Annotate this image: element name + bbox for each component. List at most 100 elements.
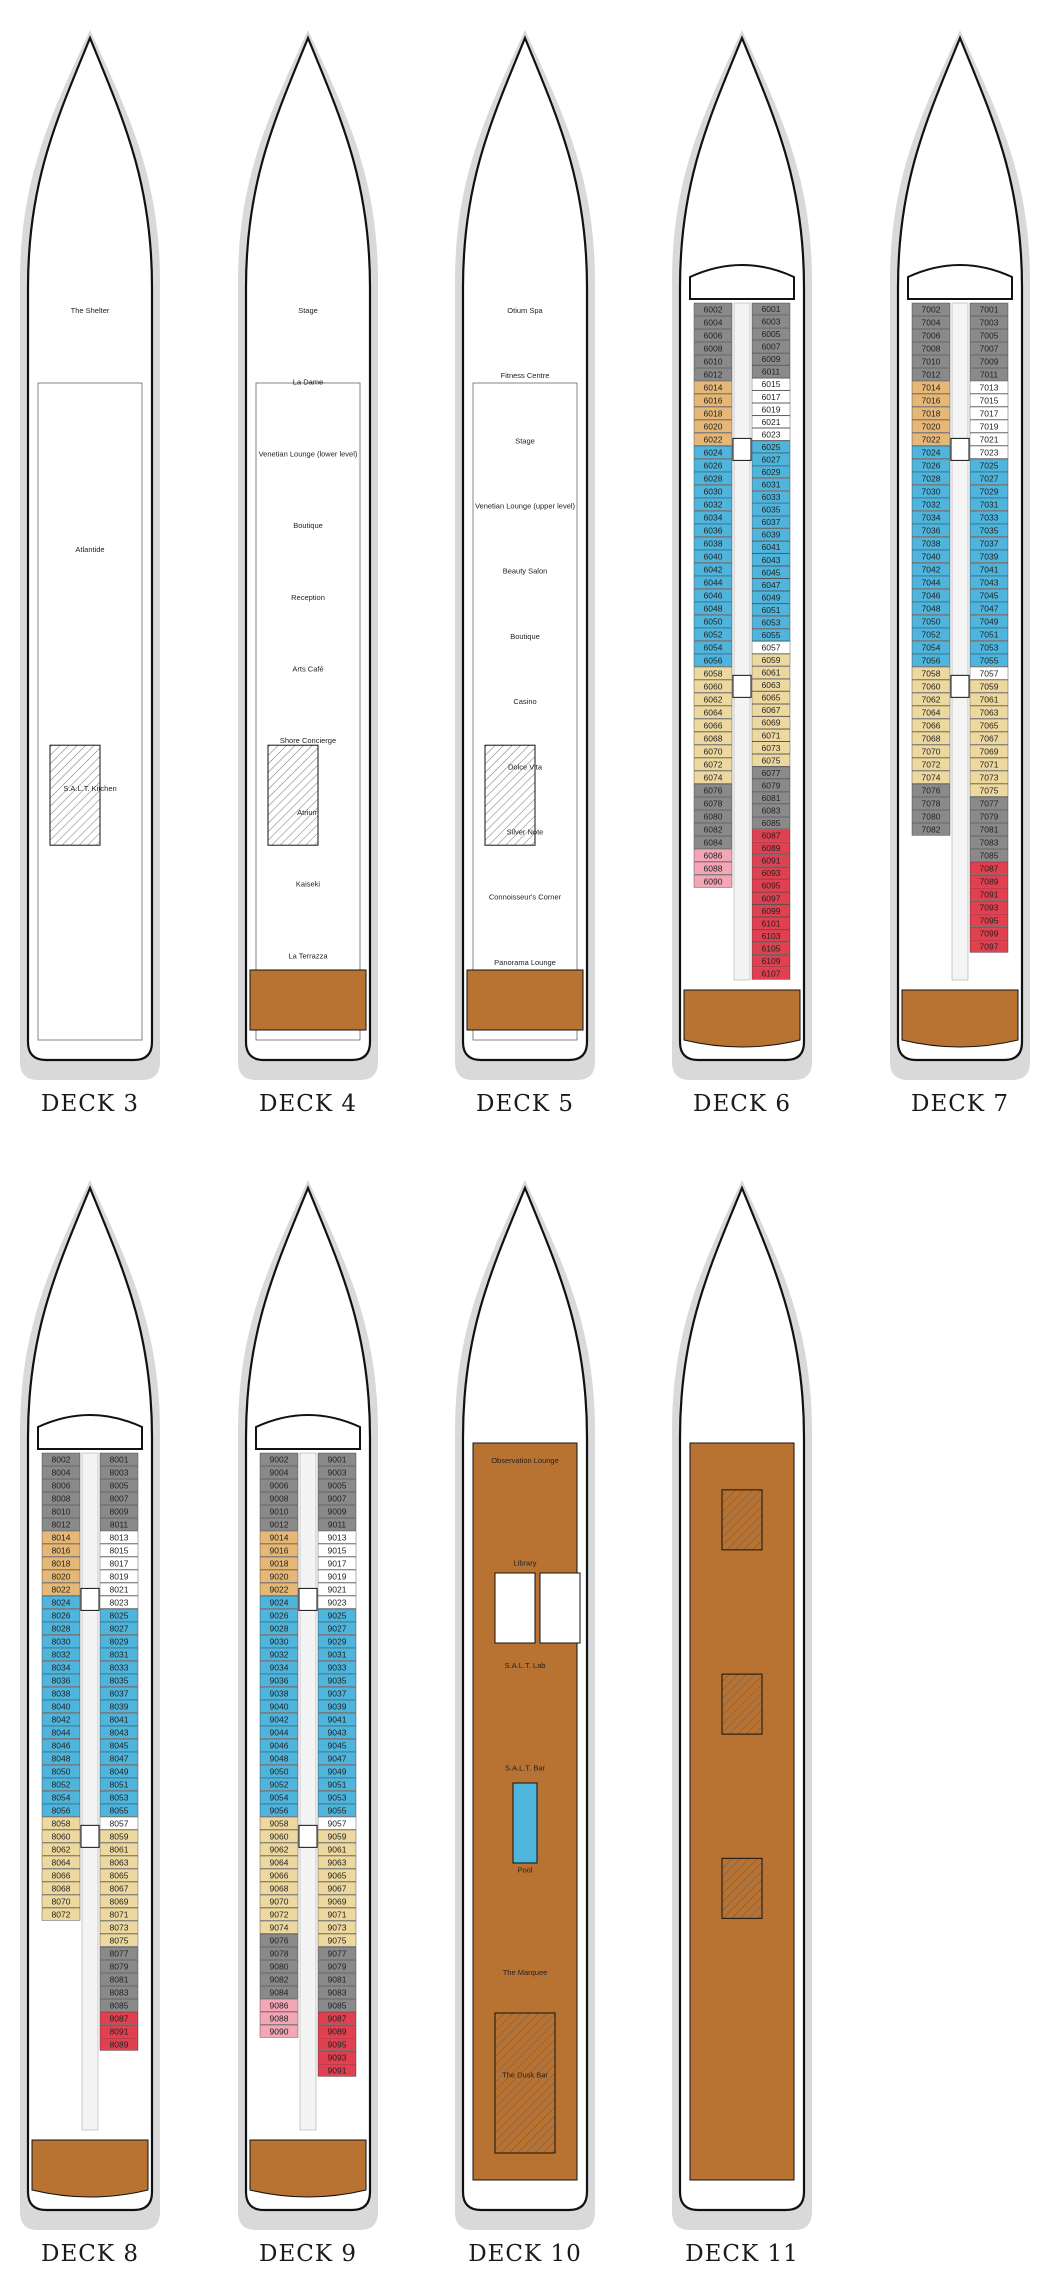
cabin-number: 7055 bbox=[980, 655, 999, 665]
cabin-number: 7003 bbox=[980, 317, 999, 327]
cabin-7019: 7019 bbox=[969, 419, 1009, 433]
cabin-7045: 7045 bbox=[969, 588, 1009, 602]
cabin-7073: 7073 bbox=[969, 770, 1009, 784]
cabin-7041: 7041 bbox=[969, 562, 1009, 576]
cabin-number: 6075 bbox=[762, 755, 781, 765]
cabin-8059: 8059 bbox=[99, 1829, 139, 1843]
cabin-number: 7051 bbox=[980, 629, 999, 639]
cabin-number: 8089 bbox=[110, 2039, 129, 2049]
cabin-number: 6049 bbox=[762, 592, 781, 602]
cabin-9065: 9065 bbox=[317, 1868, 357, 1882]
cabin-9054: 9054 bbox=[259, 1790, 299, 1804]
cabin-number: 9050 bbox=[270, 1766, 289, 1776]
cabin-9064: 9064 bbox=[259, 1855, 299, 1869]
cabin-9010: 9010 bbox=[259, 1504, 299, 1518]
cabin-6039: 6039 bbox=[751, 528, 791, 541]
deck-label: DECK 8 bbox=[41, 2241, 139, 2267]
cabin-9023: 9023 bbox=[317, 1595, 357, 1609]
cabin-number: 9041 bbox=[328, 1714, 347, 1724]
cabin-8006: 8006 bbox=[41, 1478, 81, 1492]
cabin-7005: 7005 bbox=[969, 328, 1009, 342]
cabin-6057: 6057 bbox=[751, 641, 791, 654]
cabin-9048: 9048 bbox=[259, 1751, 299, 1765]
cabin-9069: 9069 bbox=[317, 1894, 357, 1908]
cabin-number: 9038 bbox=[270, 1688, 289, 1698]
cabin-8045: 8045 bbox=[99, 1738, 139, 1752]
cabin-7061: 7061 bbox=[969, 692, 1009, 706]
cabin-number: 9055 bbox=[328, 1805, 347, 1815]
cabin-number: 7002 bbox=[922, 304, 941, 314]
interior bbox=[37, 382, 143, 1041]
cabin-number: 7049 bbox=[980, 616, 999, 626]
cabin-7060: 7060 bbox=[911, 679, 951, 693]
cabin-6001: 6001 bbox=[751, 302, 791, 316]
venue-label: Beauty Salon bbox=[503, 567, 548, 576]
cabin-7078: 7078 bbox=[911, 796, 951, 810]
cabin-number: 6047 bbox=[762, 580, 781, 590]
cabin-number: 8046 bbox=[52, 1740, 71, 1750]
cabin-8070: 8070 bbox=[41, 1894, 81, 1908]
cabin-number: 9001 bbox=[328, 1454, 347, 1464]
cabin-8008: 8008 bbox=[41, 1491, 81, 1505]
cabin-7037: 7037 bbox=[969, 536, 1009, 550]
cabin-9028: 9028 bbox=[259, 1621, 299, 1635]
cabin-8038: 8038 bbox=[41, 1686, 81, 1700]
cabin-6047: 6047 bbox=[751, 578, 791, 591]
cabin-number: 8022 bbox=[52, 1584, 71, 1594]
cabin-number: 7045 bbox=[980, 590, 999, 600]
stern-deck bbox=[466, 969, 584, 1031]
cabin-7015: 7015 bbox=[969, 393, 1009, 407]
cabin-6038: 6038 bbox=[693, 536, 733, 550]
cabin-number: 6087 bbox=[762, 831, 781, 841]
cabin-9002: 9002 bbox=[259, 1452, 299, 1466]
cabin-number: 9033 bbox=[328, 1662, 347, 1672]
cabin-8036: 8036 bbox=[41, 1673, 81, 1687]
cabin-8014: 8014 bbox=[41, 1530, 81, 1544]
cabin-number: 8035 bbox=[110, 1675, 129, 1685]
cabin-number: 9049 bbox=[328, 1766, 347, 1776]
cabin-9082: 9082 bbox=[259, 1972, 299, 1986]
cabin-number: 8016 bbox=[52, 1545, 71, 1555]
cabin-7050: 7050 bbox=[911, 614, 951, 628]
cabin-9016: 9016 bbox=[259, 1543, 299, 1557]
cabin-number: 7070 bbox=[922, 746, 941, 756]
cabin-number: 6093 bbox=[762, 868, 781, 878]
cabin-number: 6018 bbox=[704, 408, 723, 418]
cabin-number: 7060 bbox=[922, 681, 941, 691]
cabin-number: 8070 bbox=[52, 1896, 71, 1906]
cabin-6079: 6079 bbox=[751, 779, 791, 792]
cabin-9004: 9004 bbox=[259, 1465, 299, 1479]
cabin-8062: 8062 bbox=[41, 1842, 81, 1856]
cabin-number: 7071 bbox=[980, 759, 999, 769]
cabin-7093: 7093 bbox=[969, 900, 1009, 914]
cabin-number: 9077 bbox=[328, 1948, 347, 1958]
cabin-7051: 7051 bbox=[969, 627, 1009, 641]
cabin-8011: 8011 bbox=[99, 1517, 139, 1531]
cabin-number: 6083 bbox=[762, 806, 781, 816]
cabin-number: 9010 bbox=[270, 1506, 289, 1516]
cabin-number: 9084 bbox=[270, 1987, 289, 1997]
cabin-9022: 9022 bbox=[259, 1582, 299, 1596]
deck-label: DECK 9 bbox=[259, 2241, 357, 2267]
cabin-8009: 8009 bbox=[99, 1504, 139, 1518]
cabin-6083: 6083 bbox=[751, 804, 791, 817]
deck-label: DECK 4 bbox=[259, 1091, 357, 1117]
cabin-7057: 7057 bbox=[969, 666, 1009, 680]
cabin-number: 7026 bbox=[922, 460, 941, 470]
elevator-1 bbox=[732, 437, 752, 461]
cabin-9034: 9034 bbox=[259, 1660, 299, 1674]
cabin-9090: 9090 bbox=[259, 2024, 299, 2038]
cabin-8025: 8025 bbox=[99, 1608, 139, 1622]
cabin-number: 6029 bbox=[762, 467, 781, 477]
cabin-7038: 7038 bbox=[911, 536, 951, 550]
cabin-number: 7047 bbox=[980, 603, 999, 613]
cabin-number: 9064 bbox=[270, 1857, 289, 1867]
cabin-8034: 8034 bbox=[41, 1660, 81, 1674]
cabin-6030: 6030 bbox=[693, 484, 733, 498]
cabin-7053: 7053 bbox=[969, 640, 1009, 654]
cabin-number: 8069 bbox=[110, 1896, 129, 1906]
cabin-7018: 7018 bbox=[911, 406, 951, 420]
cabin-9078: 9078 bbox=[259, 1946, 299, 1960]
cabin-number: 9042 bbox=[270, 1714, 289, 1724]
venue-label: S.A.L.T. Lab bbox=[505, 1661, 546, 1670]
